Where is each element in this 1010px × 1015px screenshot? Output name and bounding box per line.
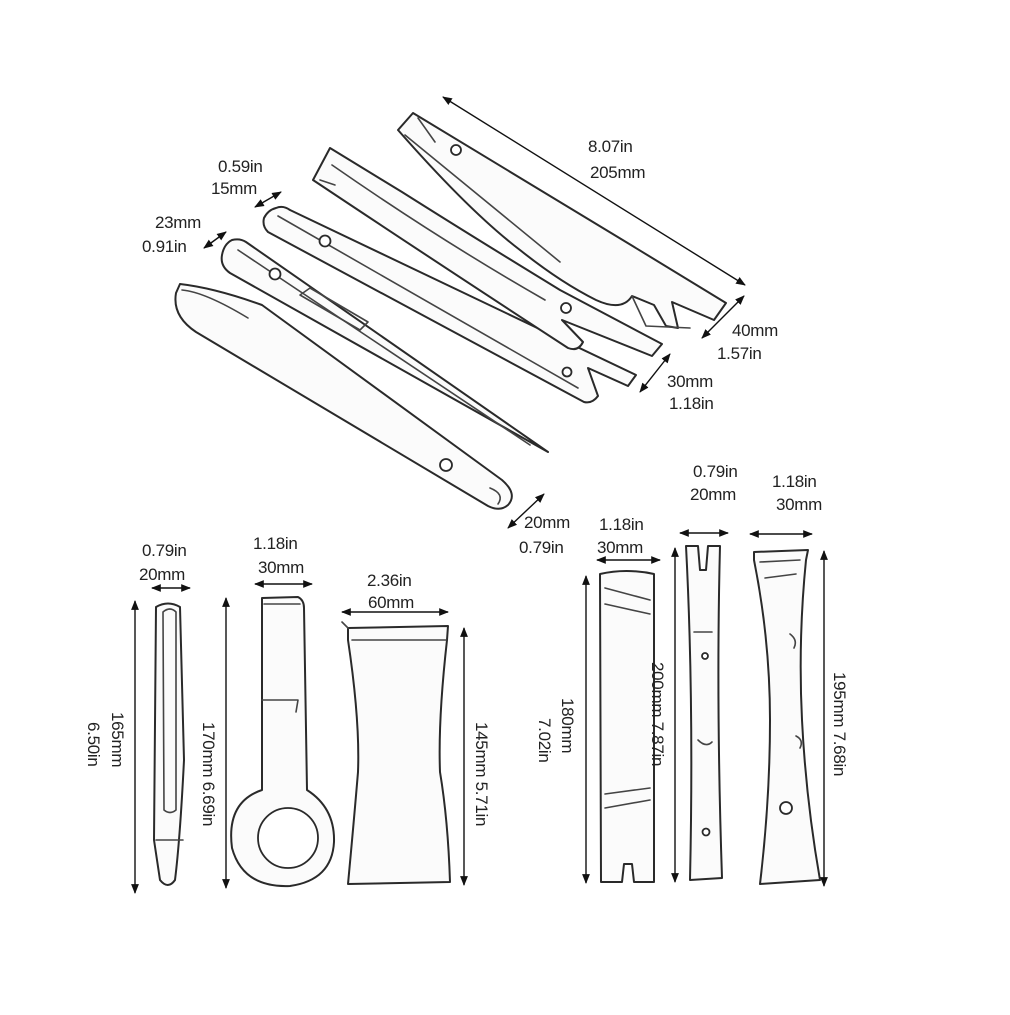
label-20a-in: 0.79in — [519, 538, 564, 557]
label-200: 200mm 7.87in — [648, 662, 667, 766]
label-60-in: 2.36in — [367, 571, 412, 590]
tool-narrow-wedge — [153, 602, 185, 886]
label-205-in: 8.07in — [588, 137, 633, 156]
label-20c-mm: 20mm — [690, 485, 736, 504]
label-30b-in: 1.18in — [253, 534, 298, 553]
label-60-mm: 60mm — [368, 593, 414, 612]
tool-slim-forked — [685, 545, 723, 881]
label-20b-in: 0.79in — [142, 541, 187, 560]
label-165-mm: 165mm — [108, 712, 127, 767]
dim-arrow-205mm — [442, 96, 746, 286]
label-23-in: 0.91in — [142, 237, 187, 256]
label-40-in: 1.57in — [717, 344, 762, 363]
label-180-mm: 180mm — [558, 698, 577, 753]
tool-long-lever — [753, 549, 821, 885]
label-20c-in: 0.79in — [693, 462, 738, 481]
label-30d-mm: 30mm — [776, 495, 822, 514]
label-20b-mm: 20mm — [139, 565, 185, 584]
label-20a-mm: 20mm — [524, 513, 570, 532]
tool-wide-scraper — [341, 621, 451, 885]
label-180-in: 7.02in — [535, 718, 554, 763]
pry-tool-small-notch — [262, 205, 637, 404]
tool-flat-notched — [599, 570, 655, 883]
pry-tool-leaf — [174, 283, 513, 510]
label-165-in: 6.50in — [84, 722, 103, 767]
dim-arrow-15mm — [254, 191, 282, 208]
label-30a-mm: 30mm — [667, 372, 713, 391]
label-40-mm: 40mm — [732, 321, 778, 340]
label-30c-mm: 30mm — [597, 538, 643, 557]
dim-arrow-30mm-top — [639, 353, 671, 393]
label-15-mm: 15mm — [211, 179, 257, 198]
label-30d-in: 1.18in — [772, 472, 817, 491]
label-30c-in: 1.18in — [599, 515, 644, 534]
label-23-mm: 23mm — [155, 213, 201, 232]
dim-arrow-23mm — [203, 231, 227, 249]
label-30a-in: 1.18in — [669, 394, 714, 413]
label-195: 195mm 7.68in — [830, 672, 849, 776]
tool-ring-wrench — [230, 596, 336, 888]
dim-arrow-20mm-top — [507, 493, 545, 529]
label-15-in: 0.59in — [218, 157, 263, 176]
label-145: 145mm 5.71in — [472, 722, 491, 826]
label-170: 170mm 6.69in — [199, 722, 218, 826]
label-30b-mm: 30mm — [258, 558, 304, 577]
label-205-mm: 205mm — [590, 163, 645, 182]
dim-arrow-40mm — [701, 295, 745, 339]
